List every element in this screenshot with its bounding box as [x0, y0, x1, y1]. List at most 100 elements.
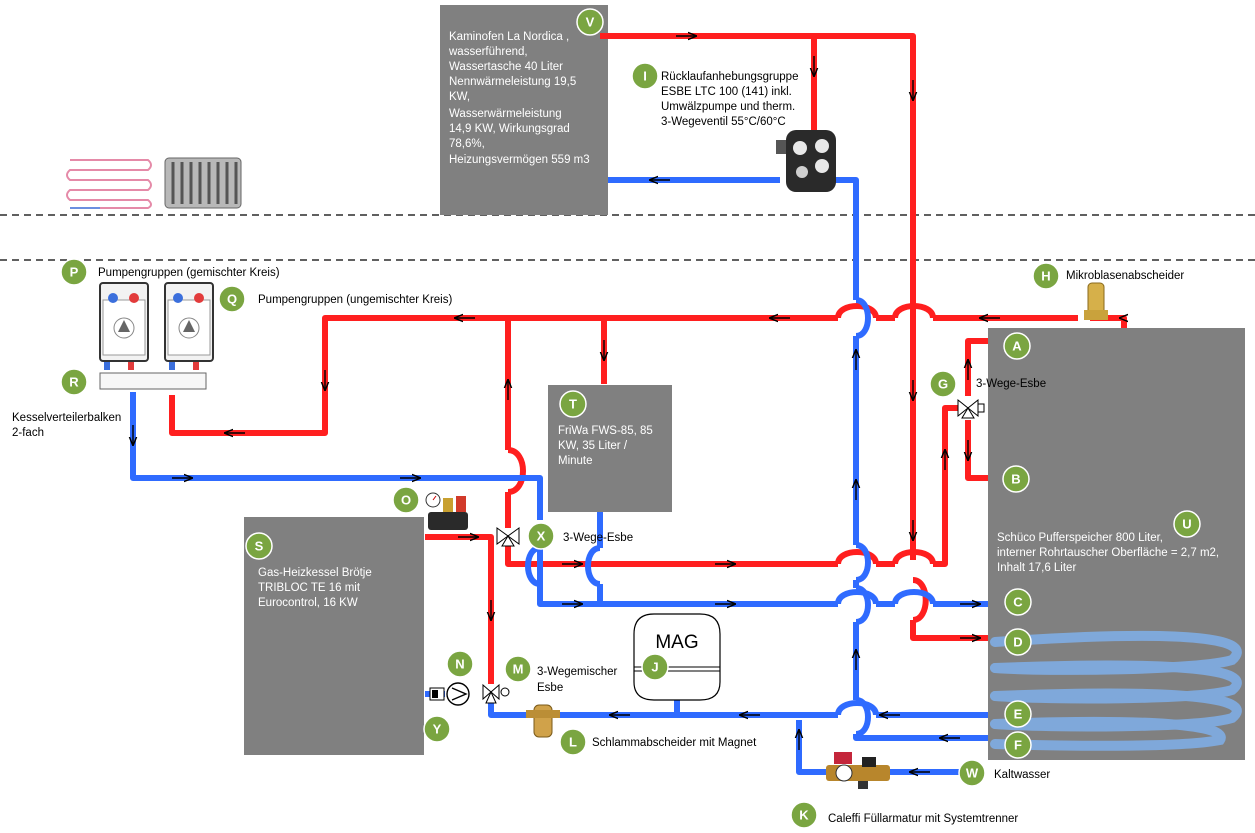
badge-c — [1004, 588, 1032, 616]
badge-letter-m: M — [513, 662, 524, 677]
badge-x — [527, 522, 555, 550]
gaskessel-box — [244, 517, 424, 755]
badge-letter-i: I — [643, 69, 647, 84]
badge-m — [504, 655, 532, 683]
pumpen-gemischt-label: Pumpengruppen (gemischter Kreis) — [98, 267, 280, 279]
badge-letter-s: S — [255, 539, 264, 554]
badge-q — [218, 285, 246, 313]
gaskessel-line-2: TRIBLOC TE 16 mit — [258, 582, 361, 594]
badge-o — [392, 486, 420, 514]
badge-y — [423, 715, 451, 743]
wege-esbe-g-label: 3-Wege-Esbe — [976, 378, 1046, 390]
kesselverteilerbalken — [99, 372, 207, 390]
badge-letter-o: O — [401, 493, 411, 508]
ruecklauf-line-4: 3-Wegeventil 55°C/60°C — [661, 116, 786, 128]
gaskessel-line-1: Gas-Heizkessel Brötje — [258, 567, 372, 579]
ruecklauf-line-2: ESBE LTC 100 (141) inkl. — [661, 86, 792, 98]
badge-letter-g: G — [938, 377, 948, 392]
badge-letter-j: J — [651, 660, 658, 675]
sludge-separator-icon — [526, 704, 560, 738]
badge-letter-x: X — [537, 529, 546, 544]
kesselverteiler-line-1: Kesselverteilerbalken — [12, 412, 121, 424]
kaminofen-box — [440, 5, 608, 215]
mag-label: MAG — [655, 632, 698, 653]
radiator-icon — [164, 157, 242, 209]
floor-heating-icon — [66, 159, 152, 209]
badge-letter-t: T — [569, 397, 577, 412]
badge-l — [559, 728, 587, 756]
mixer-icon — [482, 683, 510, 704]
ruecklauf-line-1: Rücklaufanhebungsgruppe — [661, 71, 798, 83]
schlamm-label: Schlammabscheider mit Magnet — [592, 737, 757, 749]
badge-letter-v: V — [586, 15, 595, 30]
badge-letter-b: B — [1011, 472, 1020, 487]
badge-letter-a: A — [1012, 339, 1022, 354]
badge-letter-k: K — [799, 808, 809, 823]
badge-letter-l: L — [569, 735, 577, 750]
ltc-pump-group-icon — [776, 130, 836, 192]
badge-w — [958, 759, 986, 787]
pump-icon — [429, 682, 470, 706]
mikroblasen-label: Mikroblasenabscheider — [1066, 270, 1184, 282]
badge-letter-y: Y — [433, 722, 442, 737]
kaminofen-line-5: KW, — [449, 91, 470, 103]
air-vent-icon — [1084, 282, 1108, 320]
badge-n — [446, 650, 474, 678]
kaminofen-line-9: Heizungsvermögen 559 m3 — [449, 154, 590, 166]
kaminofen-text: Kaminofen La Nordica , wasserführend, Wa… — [448, 31, 590, 166]
filling-valve-icon — [826, 752, 890, 789]
buffer-heat-exchanger-coil — [990, 630, 1242, 751]
mischer-m-line-1: 3-Wegemischer — [537, 666, 617, 678]
badge-letter-f: F — [1014, 738, 1022, 753]
badge-g — [929, 370, 957, 398]
badge-letter-r: R — [69, 375, 79, 390]
kaltwasser-label: Kaltwasser — [994, 769, 1050, 781]
flow-arrows — [133, 36, 1140, 772]
pufferspeicher-box — [988, 328, 1245, 760]
badge-p — [60, 258, 88, 286]
ruecklauf-line-3: Umwälzpumpe und therm. — [661, 101, 795, 113]
badge-v — [576, 8, 604, 36]
badge-r — [60, 368, 88, 396]
kaminofen-line-7: 14,9 KW, Wirkungsgrad — [449, 123, 570, 135]
kesselverteiler-line-2: 2-fach — [12, 427, 44, 439]
kaminofen-line-2: wasserführend, — [448, 46, 528, 58]
friwa-line-2: KW, 35 Liter / — [558, 440, 628, 452]
badge-letter-d: D — [1013, 635, 1022, 650]
badge-i — [631, 62, 659, 90]
caleffi-label: Caleffi Füllarmatur mit Systemtrenner — [828, 813, 1018, 825]
badge-h — [1032, 262, 1060, 290]
kaminofen-line-3: Wassertasche 40 Liter — [449, 61, 563, 73]
friwa-line-1: FriWa FWS-85, 85 — [558, 425, 653, 437]
badge-b — [1002, 465, 1030, 493]
badge-k — [790, 801, 818, 829]
badge-letter-u: U — [1182, 517, 1191, 532]
badge-j — [641, 653, 669, 681]
badge-e — [1004, 700, 1032, 728]
puffer-line-2: interner Rohrtauscher Oberfläche = 2,7 m… — [997, 547, 1219, 559]
mischer-m-line-2: Esbe — [537, 682, 563, 694]
wege-esbe-x-label: 3-Wege-Esbe — [563, 532, 633, 544]
friwa-line-3: Minute — [558, 455, 593, 467]
badge-d — [1004, 628, 1032, 656]
valve-icon-x — [496, 527, 520, 547]
puffer-line-3: Inhalt 17,6 Liter — [997, 562, 1076, 574]
kaminofen-line-8: 78,6%, — [449, 138, 485, 150]
return-pipes — [130, 177, 988, 775]
badge-u — [1173, 510, 1201, 538]
pump-group-icon — [99, 282, 214, 370]
badge-letter-n: N — [455, 657, 464, 672]
badge-letter-w: W — [966, 766, 979, 781]
gaskessel-line-3: Eurocontrol, 16 KW — [258, 597, 358, 609]
badge-t — [559, 390, 587, 418]
badge-a — [1003, 332, 1031, 360]
badge-letter-c: C — [1013, 595, 1023, 610]
badge-s — [245, 532, 273, 560]
badge-letter-e: E — [1014, 707, 1023, 722]
badge-letter-h: H — [1041, 269, 1050, 284]
badge-letter-q: Q — [227, 292, 237, 307]
safety-group-icon — [425, 492, 468, 530]
kaminofen-line-6: Wasserwärmeleistung — [449, 108, 562, 120]
